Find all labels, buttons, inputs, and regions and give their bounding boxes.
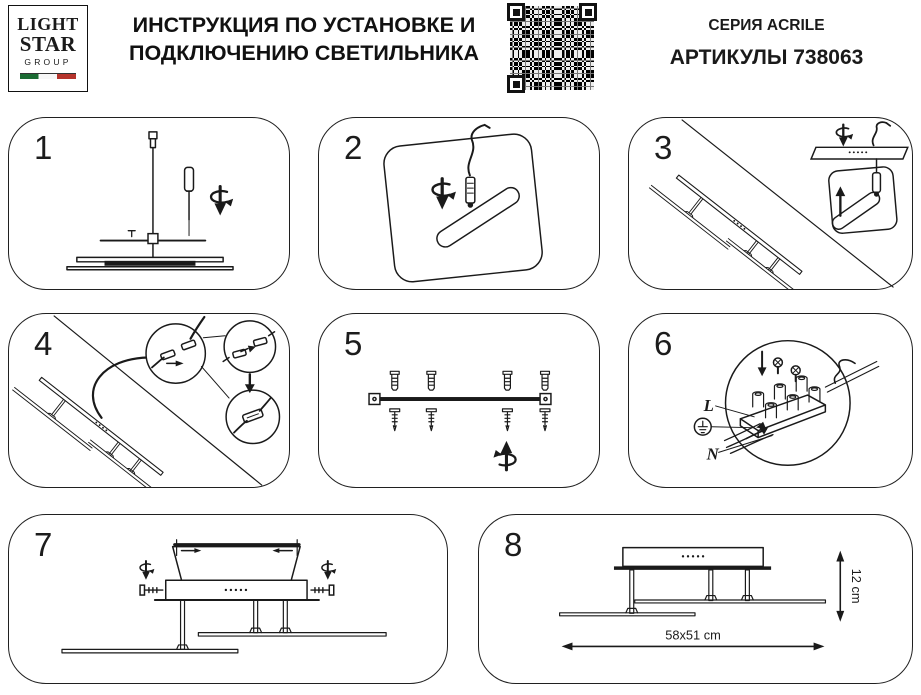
step-number-6: 6 bbox=[654, 325, 673, 362]
step-number-1: 1 bbox=[34, 129, 53, 166]
step-1-illustration bbox=[66, 131, 235, 271]
italy-flag-stripe-icon bbox=[20, 72, 76, 79]
lightstar-logo: LIGHT STAR GROUP bbox=[8, 5, 88, 92]
series-name: СЕРИЯ ACRILE bbox=[708, 17, 825, 34]
qr-finder-icon bbox=[507, 75, 525, 93]
step-3-illustration bbox=[648, 119, 909, 289]
step-panel-7: 7 bbox=[8, 514, 448, 684]
step-5-illustration bbox=[368, 370, 552, 472]
step-panel-1: 1 bbox=[8, 117, 290, 290]
article-number: АРТИКУЛЫ 738063 bbox=[669, 46, 864, 69]
step-8-illustration: 12 cm 58x51 cm bbox=[559, 546, 864, 651]
step-panel-3: 3 bbox=[628, 117, 913, 290]
logo-word-light: LIGHT bbox=[17, 14, 79, 34]
step-2-illustration bbox=[383, 123, 543, 283]
step-number-5: 5 bbox=[344, 325, 363, 362]
step-panel-8: 8 12 cm 58x51 cm bbox=[478, 514, 913, 684]
logo-word-group: GROUP bbox=[24, 57, 72, 67]
step-number-3: 3 bbox=[654, 129, 673, 166]
logo-word-star: STAR bbox=[19, 32, 77, 56]
step-panel-5: 5 bbox=[318, 313, 600, 488]
width-dimension-label: 58x51 cm bbox=[665, 628, 721, 643]
sheet-title: ИНСТРУКЦИЯ ПО УСТАНОВКЕ И ПОДКЛЮЧЕНИЮ СВ… bbox=[98, 12, 510, 68]
neutral-wire-label: N bbox=[706, 444, 720, 463]
step-number-7: 7 bbox=[34, 526, 53, 563]
line-wire-label: L bbox=[703, 396, 714, 415]
step-number-4: 4 bbox=[34, 325, 53, 362]
step-6-illustration: L N bbox=[693, 339, 880, 466]
step-panel-2: 2 bbox=[318, 117, 600, 290]
qr-finder-icon bbox=[507, 3, 525, 21]
step-7-illustration bbox=[61, 539, 387, 654]
series-block: СЕРИЯ ACRILE АРТИКУЛЫ 738063 bbox=[618, 17, 915, 70]
step-panel-6: 6 L bbox=[628, 313, 913, 488]
qr-code-icon bbox=[506, 2, 598, 94]
step-number-8: 8 bbox=[504, 526, 523, 563]
title-line-2: ПОДКЛЮЧЕНИЮ СВЕТИЛЬНИКА bbox=[128, 40, 480, 65]
title-line-1: ИНСТРУКЦИЯ ПО УСТАНОВКЕ И bbox=[132, 13, 476, 37]
height-dimension-label: 12 cm bbox=[849, 569, 864, 604]
step-panel-4: 4 bbox=[8, 313, 290, 488]
step-4-illustration bbox=[11, 315, 281, 487]
step-number-2: 2 bbox=[344, 129, 363, 166]
qr-finder-icon bbox=[579, 3, 597, 21]
